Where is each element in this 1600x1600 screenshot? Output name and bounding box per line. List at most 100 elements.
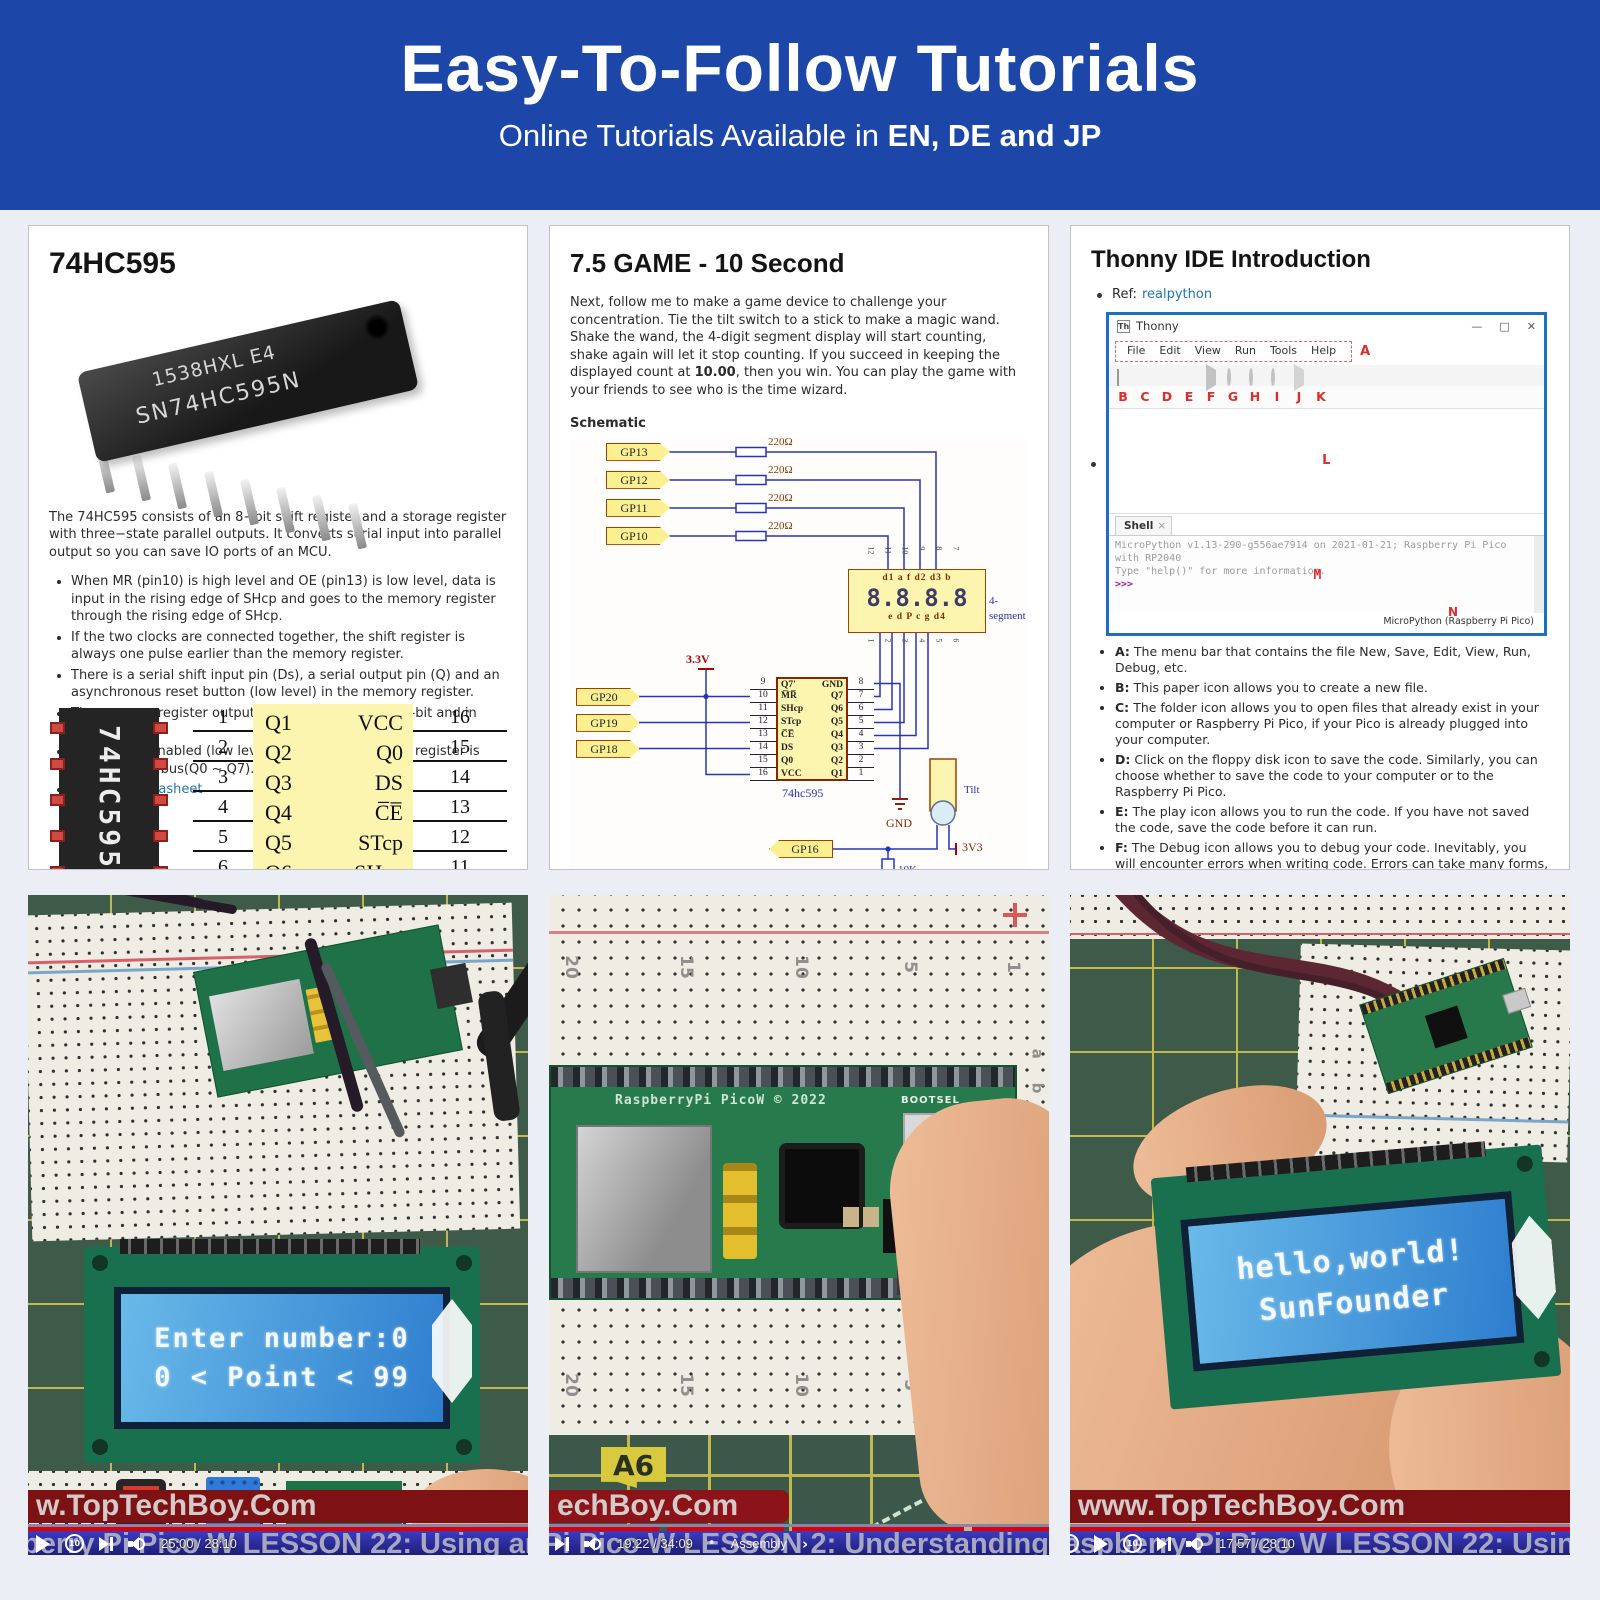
progress-bar[interactable] xyxy=(28,1527,528,1531)
progress-track[interactable] xyxy=(28,1524,528,1527)
video-thumbnail-hello-world[interactable]: hello,world! SunFounder www.TopTechBoy.C… xyxy=(1070,895,1570,1555)
realpython-link[interactable]: realpython xyxy=(1141,287,1213,303)
pinout-table: 1 Q1 VCC 16 2 Q2 Q0 15 xyxy=(193,704,507,869)
paragraph-bold: 10.00 xyxy=(694,365,736,381)
video-thumbnail-lcd-counter[interactable]: Enter number:0 0 < Point < 99 w.TopTechB… xyxy=(28,895,528,1555)
marker-letter: C xyxy=(1140,388,1150,404)
rewind-10-icon[interactable]: 10 xyxy=(65,1534,84,1553)
pin-number: 13 xyxy=(450,796,470,818)
minimize-icon: — xyxy=(1471,319,1483,333)
pin-number: 4 xyxy=(848,729,874,742)
progress-chapter[interactable] xyxy=(971,1527,1049,1531)
gpio-label[interactable]: GP16 xyxy=(769,839,833,858)
resistor-value: 220Ω xyxy=(768,435,793,448)
shell-line: with RP2040 xyxy=(1115,552,1182,564)
pin-wire: 12 xyxy=(413,826,507,858)
tab-close-icon: × xyxy=(1157,519,1167,532)
lcd-screen: hello,world! SunFounder xyxy=(1180,1191,1525,1372)
feature-item: If the two clocks are connected together… xyxy=(71,629,507,664)
mount-hole xyxy=(92,1255,108,1271)
pin-wire: 13 xyxy=(413,796,507,828)
breadboard-number: 15 xyxy=(675,1373,696,1397)
card-game-10-second: 7.5 GAME - 10 Second Next, follow me to … xyxy=(549,225,1049,870)
toolbar xyxy=(1109,363,1544,391)
next-icon[interactable] xyxy=(555,1536,569,1551)
marker-letter: E xyxy=(1184,388,1194,404)
progress-track[interactable] xyxy=(1070,1524,1570,1527)
play-icon[interactable] xyxy=(36,1534,50,1553)
time-display: 19:22 / 34:09 xyxy=(617,1536,693,1551)
menu-item: File xyxy=(1127,343,1146,357)
item-key: C: xyxy=(1115,699,1130,715)
next-icon[interactable] xyxy=(99,1536,113,1551)
lcd-module: Enter number:0 0 < Point < 99 xyxy=(84,1239,480,1463)
pico-w-board: RaspberryPi PicoW © 2022 BOOTSEL xyxy=(549,1065,1017,1300)
pin-label: Q4 xyxy=(830,729,843,740)
lesson-title: aspberry Pi Pico W LESSON 22: Using an xyxy=(1070,1531,1570,1555)
tilt-label: Tilt xyxy=(964,783,980,796)
play-icon[interactable] xyxy=(1094,1534,1108,1553)
next-icon[interactable] xyxy=(1157,1536,1171,1551)
progress-track[interactable] xyxy=(549,1524,1049,1527)
shell-prompt: >>> xyxy=(1115,578,1134,590)
chapter-label[interactable]: Assembly xyxy=(730,1536,787,1551)
pin-label: Q3 xyxy=(830,742,843,753)
pin-number: 13 xyxy=(750,729,776,742)
lcd-line-2: 0 < Point < 99 xyxy=(154,1362,410,1393)
pin-wire: 3 xyxy=(193,766,253,798)
marker-letter: J xyxy=(1296,388,1302,404)
schematic-heading: Schematic xyxy=(570,416,646,432)
chevron-right-icon[interactable]: › xyxy=(801,1534,809,1553)
toolbar-explanations: A:The menu bar that contains the file Ne… xyxy=(1091,644,1549,869)
pin-number: 16 xyxy=(450,706,470,728)
pin-label: Q0 xyxy=(376,740,403,766)
pin-number: 11 xyxy=(883,546,893,555)
pin-label: Q4 xyxy=(265,800,292,826)
volume-icon[interactable] xyxy=(584,1536,602,1552)
item-text: Click on the floppy disk icon to save th… xyxy=(1115,751,1538,799)
schematic-wires xyxy=(638,446,957,869)
micro-usb-port xyxy=(430,962,473,1010)
rewind-10-icon-partial[interactable] xyxy=(1070,1534,1079,1553)
pin-number: 9 xyxy=(917,546,927,551)
pin-label: Q5 xyxy=(265,830,292,856)
card-thonny-ide: Thonny IDE Introduction Ref: realpython … xyxy=(1070,225,1570,870)
bullet-dot xyxy=(1097,292,1102,298)
diagram-pin xyxy=(153,722,168,734)
pin-number: 7 xyxy=(848,690,874,703)
intro-paragraph: Next, follow me to make a game device to… xyxy=(570,294,1028,399)
backlight-glare xyxy=(432,1299,472,1403)
power-label: 3.3V xyxy=(686,651,710,666)
volume-icon[interactable] xyxy=(1186,1536,1204,1552)
resistor-value: 220Ω xyxy=(768,491,793,504)
display-pins-bottom: e d P c g d4 xyxy=(888,611,946,622)
video-row: Enter number:0 0 < Point < 99 w.TopTechB… xyxy=(0,895,1600,1555)
progress-chapter[interactable] xyxy=(666,1527,784,1531)
breadboard-number: 20 xyxy=(560,955,581,979)
volume-icon[interactable] xyxy=(128,1536,146,1552)
pin-number: 8 xyxy=(848,677,874,690)
pin-number: 12 xyxy=(750,716,776,729)
page-subtitle: Online Tutorials Available in EN, DE and… xyxy=(0,118,1600,154)
pin-diagram-chip: 74HC595 xyxy=(50,708,168,869)
progress-chapter[interactable] xyxy=(791,1527,964,1531)
player-controls: 10 25:00 / 28:10 xyxy=(36,1533,237,1554)
rp2040-chip xyxy=(1424,1005,1468,1049)
pin-wire: 4 xyxy=(193,796,253,828)
pin-number: 1 xyxy=(848,768,874,781)
rewind-10-icon[interactable]: 10 xyxy=(1123,1534,1142,1553)
progress-chapter[interactable] xyxy=(549,1527,659,1531)
chip-indent xyxy=(361,311,393,343)
marker-letter: F xyxy=(1206,388,1216,404)
pin-wire: 6 xyxy=(193,856,253,869)
menu-item: View xyxy=(1194,343,1221,357)
pin-label: VCC xyxy=(357,710,403,736)
pin-number: 4 xyxy=(917,638,927,643)
progress-bar[interactable] xyxy=(1070,1527,1570,1531)
